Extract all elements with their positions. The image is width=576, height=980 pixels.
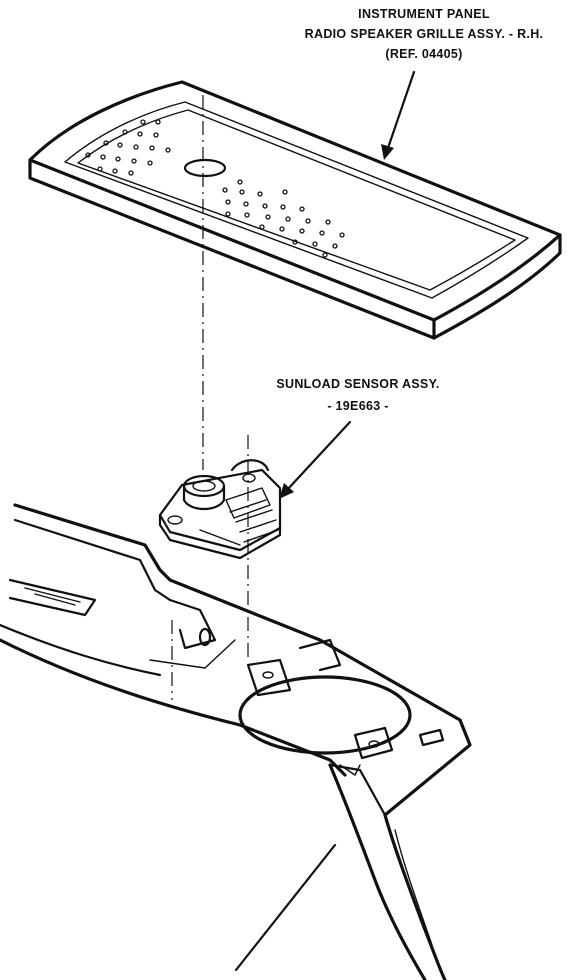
grille-leader-arrow (381, 70, 416, 160)
instrument-panel (0, 503, 472, 980)
grille-perforations (85, 119, 345, 258)
grille-callout-line-3: (REF. 04405) (385, 47, 462, 61)
speaker-grille-panel (28, 80, 562, 340)
sensor-callout-line-2: - 19E663 - (327, 399, 388, 413)
sunload-sensor (158, 459, 282, 560)
sensor-callout: SUNLOAD SENSOR ASSY. - 19E663 - (276, 377, 439, 413)
grille-callout-line-2: RADIO SPEAKER GRILLE ASSY. - R.H. (305, 27, 544, 41)
grille-callout-line-1: INSTRUMENT PANEL (358, 7, 490, 21)
fascia-leader-line (234, 843, 337, 972)
sensor-callout-line-1: SUNLOAD SENSOR ASSY. (276, 377, 439, 391)
grille-callout: INSTRUMENT PANEL RADIO SPEAKER GRILLE AS… (305, 7, 544, 61)
sensor-leader-arrow (279, 420, 352, 499)
